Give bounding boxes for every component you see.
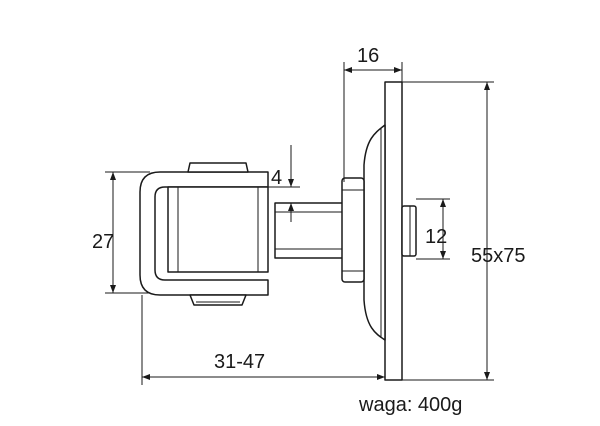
dimension-plate-size: 55x75 bbox=[402, 81, 526, 381]
bolt-height-label: 12 bbox=[425, 226, 447, 248]
mounting-plate bbox=[363, 81, 403, 381]
eye-height-label: 27 bbox=[92, 231, 114, 253]
plate-thickness-label: 16 bbox=[357, 45, 379, 67]
dimension-eye-height: 27 bbox=[92, 171, 150, 294]
plate-size-label: 55x75 bbox=[471, 245, 526, 267]
dimension-plate-thickness: 16 bbox=[343, 45, 403, 182]
dimension-pin-offset: 4 bbox=[268, 145, 300, 222]
adjustment-range-label: 31-47 bbox=[214, 351, 265, 373]
pin-offset-label: 4 bbox=[271, 167, 282, 189]
dimension-adjustment-range: 31-47 bbox=[141, 295, 385, 385]
weight-label: waga: 400g bbox=[358, 394, 462, 416]
threaded-bolt bbox=[274, 177, 417, 283]
hinge-eye bbox=[139, 162, 269, 306]
dimension-bolt-height: 12 bbox=[416, 198, 450, 260]
